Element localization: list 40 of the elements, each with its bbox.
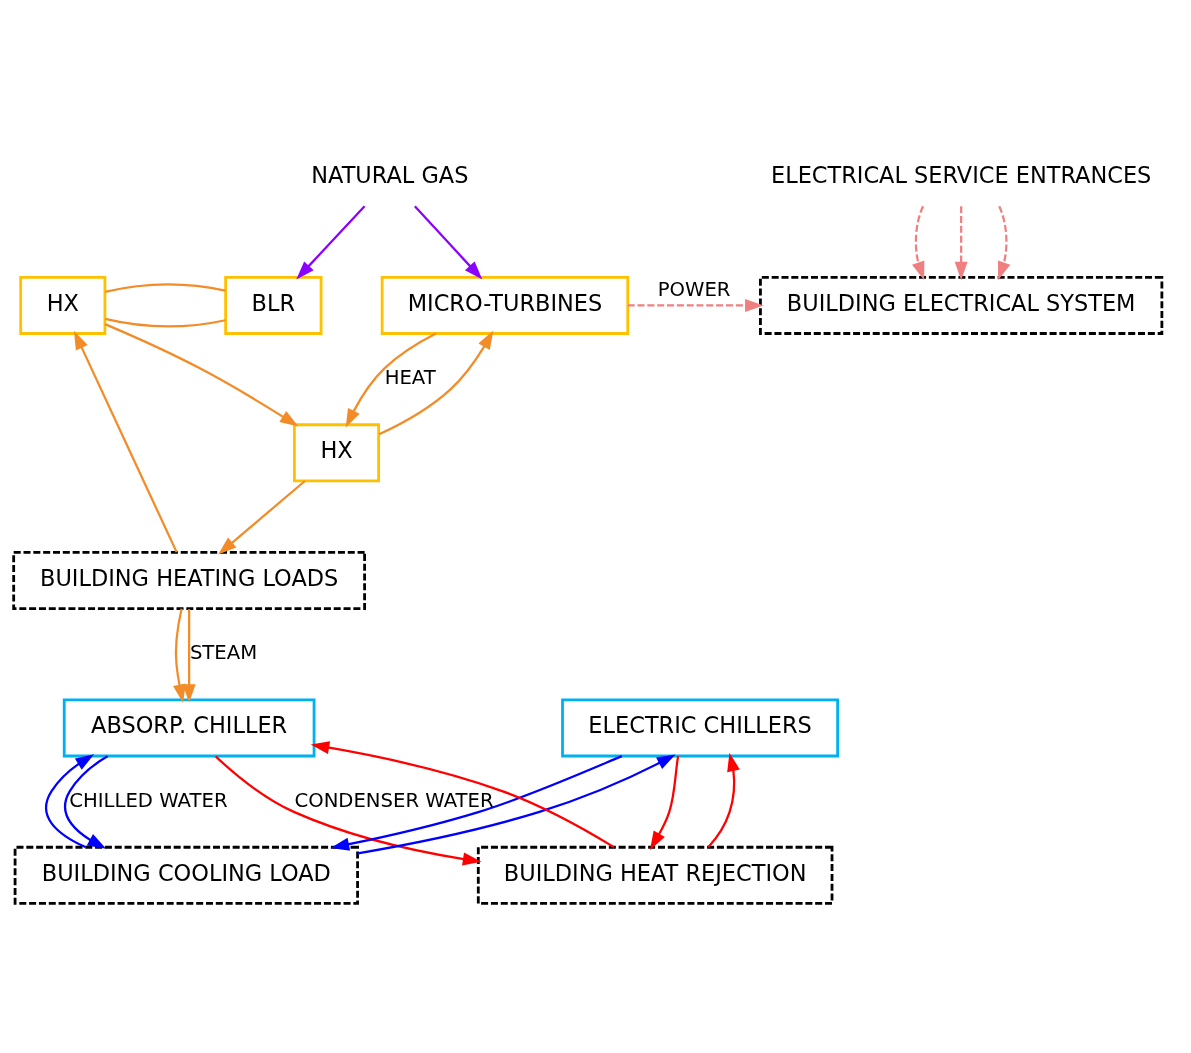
node-box: HX: [19, 275, 107, 335]
arrow: [650, 755, 680, 850]
arrow: [357, 754, 676, 855]
arrow: [998, 205, 1011, 281]
node-box: BUILDING HEAT REJECTION: [476, 845, 834, 905]
node-box: HX: [293, 423, 381, 483]
edge-label: CHILLED WATER: [69, 788, 228, 812]
arrow: [64, 755, 109, 849]
node-box: BLR: [224, 275, 323, 335]
arrow: [330, 755, 623, 851]
arrow: [310, 741, 615, 849]
arrow: [73, 330, 178, 553]
connector: [104, 317, 226, 328]
node-box: BUILDING ELECTRICAL SYSTEM: [759, 275, 1164, 335]
arrow: [414, 205, 483, 280]
edge-label: POWER: [657, 277, 731, 301]
edge-label: STEAM: [189, 641, 258, 665]
arrow: [345, 332, 437, 428]
node-box: ABSORP. CHILLER: [62, 698, 316, 758]
edge-label: HEAT: [384, 366, 436, 390]
arrow: [912, 205, 925, 281]
arrow: [182, 609, 196, 703]
arrow: [214, 755, 482, 866]
node-text: ELECTRICAL SERVICE ENTRANCES: [770, 162, 1152, 189]
arrow: [707, 752, 740, 848]
arrow: [378, 330, 494, 436]
arrow: [45, 754, 95, 849]
arrow: [296, 205, 366, 280]
arrow: [627, 298, 764, 312]
arrow: [218, 480, 306, 555]
connector: [104, 283, 226, 293]
arrow: [954, 206, 968, 281]
arrow: [104, 323, 299, 427]
node-box: ELECTRIC CHILLERS: [561, 698, 840, 758]
node-box: MICRO-TURBINES: [380, 275, 630, 335]
node-box: BUILDING HEATING LOADS: [12, 551, 366, 610]
node-text: NATURAL GAS: [311, 162, 469, 189]
edge-label: CONDENSER WATER: [294, 788, 494, 812]
node-box: BUILDING COOLING LOAD: [13, 845, 359, 905]
arrow: [173, 608, 186, 703]
